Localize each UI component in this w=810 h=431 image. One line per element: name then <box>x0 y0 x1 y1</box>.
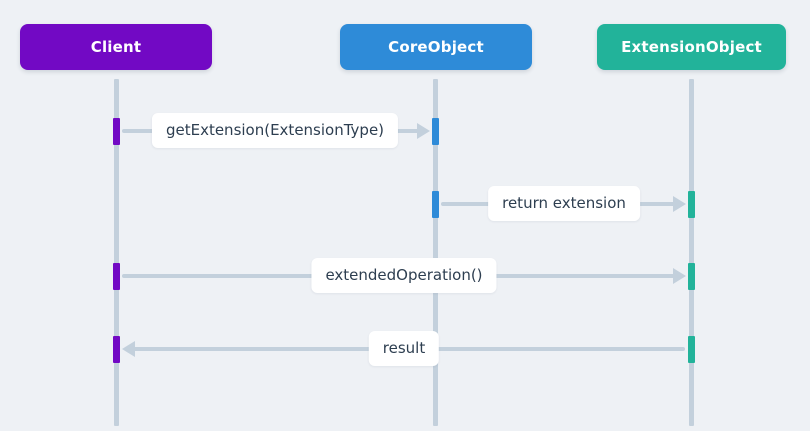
message-label-2: extendedOperation() <box>311 258 497 293</box>
activation-bar-extensionobject <box>688 263 695 290</box>
message-label-1: return extension <box>488 186 640 221</box>
activation-bar-coreobject <box>432 191 439 218</box>
participant-label: Client <box>90 37 142 56</box>
activation-bar-client <box>113 118 120 145</box>
participant-box-coreobject[interactable]: CoreObject <box>340 24 532 70</box>
participant-box-client[interactable]: Client <box>20 24 212 70</box>
message-arrowhead-3 <box>122 341 135 357</box>
message-label-3: result <box>368 331 440 366</box>
lifeline-extensionobject <box>689 79 694 426</box>
participant-label: ExtensionObject <box>621 37 762 56</box>
message-label-0: getExtension(ExtensionType) <box>151 113 399 148</box>
message-arrowhead-1 <box>673 196 686 212</box>
lifeline-coreobject <box>433 79 438 426</box>
message-arrowhead-2 <box>673 268 686 284</box>
activation-bar-client <box>113 336 120 363</box>
message-arrowhead-0 <box>417 123 430 139</box>
activation-bar-coreobject <box>432 118 439 145</box>
activation-bar-extensionobject <box>688 191 695 218</box>
activation-bar-client <box>113 263 120 290</box>
participant-label: CoreObject <box>388 37 484 56</box>
participant-box-extensionobject[interactable]: ExtensionObject <box>597 24 786 70</box>
lifeline-client <box>114 79 119 426</box>
activation-bar-extensionobject <box>688 336 695 363</box>
